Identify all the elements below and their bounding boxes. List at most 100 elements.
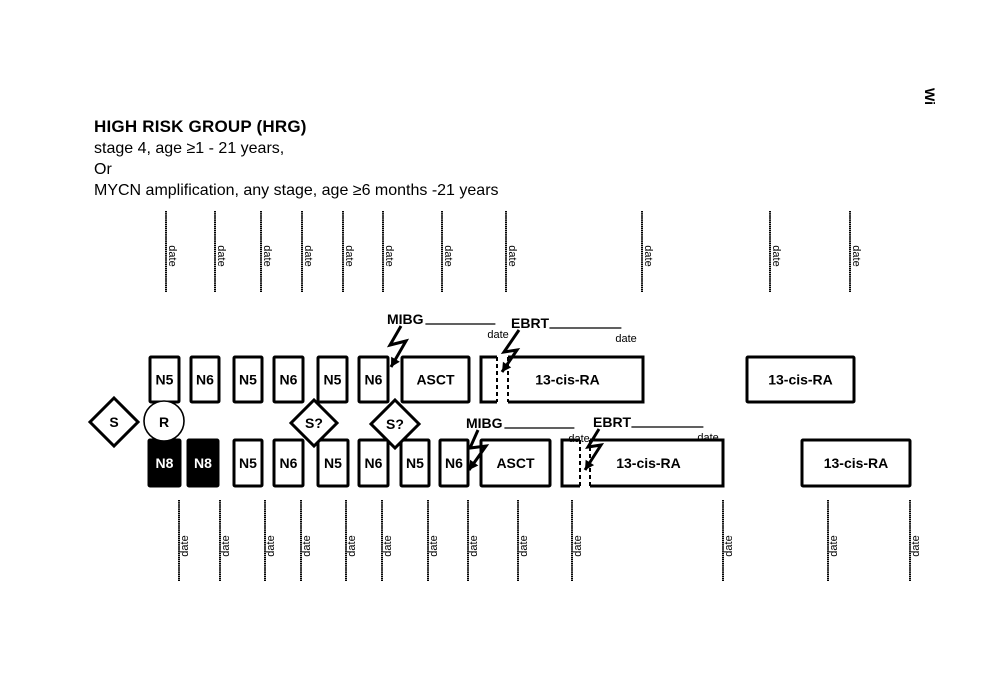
- block-label: N5: [406, 455, 424, 471]
- date-marker: date: [342, 211, 355, 292]
- date-marker: date: [909, 500, 922, 581]
- top-block-n6: N6: [272, 355, 305, 404]
- date-marker: date: [505, 211, 518, 292]
- date-label: date: [568, 433, 589, 445]
- criteria-line-2: Or: [94, 161, 112, 178]
- bottom-block-n8: N8: [186, 438, 220, 488]
- block-box: [479, 438, 552, 488]
- block-label: 13-cis-RA: [768, 372, 833, 388]
- date-label: date: [697, 432, 718, 444]
- date-label: date: [572, 535, 584, 556]
- date-label: date: [301, 535, 313, 556]
- date-label: date: [770, 245, 782, 266]
- block-label: N5: [324, 372, 342, 388]
- date-label: date: [346, 535, 358, 556]
- diamond-shape: [288, 397, 340, 449]
- top-block-n6: N6: [357, 355, 390, 404]
- bottom-block-asct: ASCT: [479, 438, 552, 488]
- date-marker: date: [427, 500, 440, 581]
- date-label: date: [910, 535, 922, 556]
- date-marker: date: [345, 500, 358, 581]
- block-label: N8: [194, 455, 212, 471]
- block-box: [357, 355, 390, 404]
- date-marker: date: [641, 211, 654, 292]
- block-box: [272, 438, 305, 488]
- date-marker: date: [382, 211, 395, 292]
- bottom-mibg-annotation: MIBG date: [466, 415, 590, 445]
- block-box: [272, 355, 305, 404]
- block-label: N5: [239, 455, 257, 471]
- bottom-block-n6: N6: [438, 438, 470, 488]
- block-label: N6: [280, 372, 298, 388]
- block-label: ASCT: [416, 372, 455, 388]
- bottom-arm-blocks: N8 N8 N5 N6 N5 N6 N5 N6 ASCT 13-cis-RA 13-cis-RA: [147, 438, 912, 488]
- date-marker: date: [571, 500, 584, 581]
- circle-shape: [143, 400, 185, 442]
- top-ebrt-annotation: EBRT date: [511, 315, 637, 345]
- date-label: date: [442, 245, 454, 266]
- lightning-arrow-icon: [583, 428, 605, 471]
- block-box: [232, 355, 264, 404]
- bottom-block-n6: N6: [272, 438, 305, 488]
- diamond-shape: [87, 395, 141, 449]
- block-label: N6: [365, 455, 383, 471]
- lightning-arrow-icon: [500, 329, 521, 373]
- date-marker: date: [301, 211, 314, 292]
- block-label: 13-cis-RA: [535, 372, 600, 388]
- block-label: 13-cis-RA: [824, 455, 889, 471]
- date-label: date: [265, 535, 277, 556]
- date-label: date: [343, 245, 355, 266]
- block-box: [357, 438, 390, 488]
- bottom-block-n5: N5: [316, 438, 350, 488]
- top-block-n5: N5: [316, 355, 349, 404]
- block-label: N8: [156, 455, 174, 471]
- date-marker: date: [300, 500, 313, 581]
- bottom-date-markers: date date date date date date date date date date…: [178, 500, 922, 581]
- block-label: N6: [445, 455, 463, 471]
- top-block-13-cis-ra: 13-cis-RA: [479, 355, 645, 404]
- bottom-block-13-cis-ra: 13-cis-RA: [800, 438, 912, 488]
- block-label: 13-cis-RA: [616, 455, 681, 471]
- date-label: date: [261, 245, 273, 266]
- block-label: N5: [156, 372, 174, 388]
- date-marker: date: [769, 211, 782, 292]
- bottom-block-n8: N8: [147, 438, 182, 488]
- criteria-line-1: stage 4, age ≥1 - 21 years,: [94, 140, 285, 157]
- top-block-13-cis-ra: 13-cis-RA: [745, 355, 856, 404]
- surgery-decision-node: S?: [288, 397, 340, 449]
- block-label: N6: [365, 372, 383, 388]
- date-label: date: [615, 333, 636, 345]
- block-box: [189, 355, 221, 404]
- date-label: date: [179, 535, 191, 556]
- date-label: date: [382, 535, 394, 556]
- top-ebrt-annotation-label: EBRT: [511, 315, 550, 331]
- top-mibg-annotation-label: MIBG: [387, 311, 424, 327]
- lightning-arrow-icon: [386, 325, 410, 368]
- date-marker: date: [722, 500, 735, 581]
- date-label: date: [220, 535, 232, 556]
- node-label: R: [159, 414, 169, 430]
- randomization-node: R: [143, 400, 185, 442]
- date-marker: date: [260, 211, 273, 292]
- top-block-n5: N5: [232, 355, 264, 404]
- block-box: [400, 355, 471, 404]
- diamond-shape: [368, 397, 422, 451]
- date-label: date: [302, 245, 314, 266]
- block-box: [232, 438, 264, 488]
- date-label: date: [166, 245, 178, 266]
- date-marker: date: [381, 500, 394, 581]
- date-marker: date: [178, 500, 191, 581]
- bottom-mibg-annotation-label: MIBG: [466, 415, 503, 431]
- bottom-block-n6: N6: [357, 438, 390, 488]
- date-marker: date: [517, 500, 530, 581]
- date-marker: date: [165, 211, 178, 292]
- block-label: N6: [280, 455, 298, 471]
- top-block-asct: ASCT: [400, 355, 471, 404]
- date-label: date: [383, 245, 395, 266]
- date-marker: date: [264, 500, 277, 581]
- date-label: date: [428, 535, 440, 556]
